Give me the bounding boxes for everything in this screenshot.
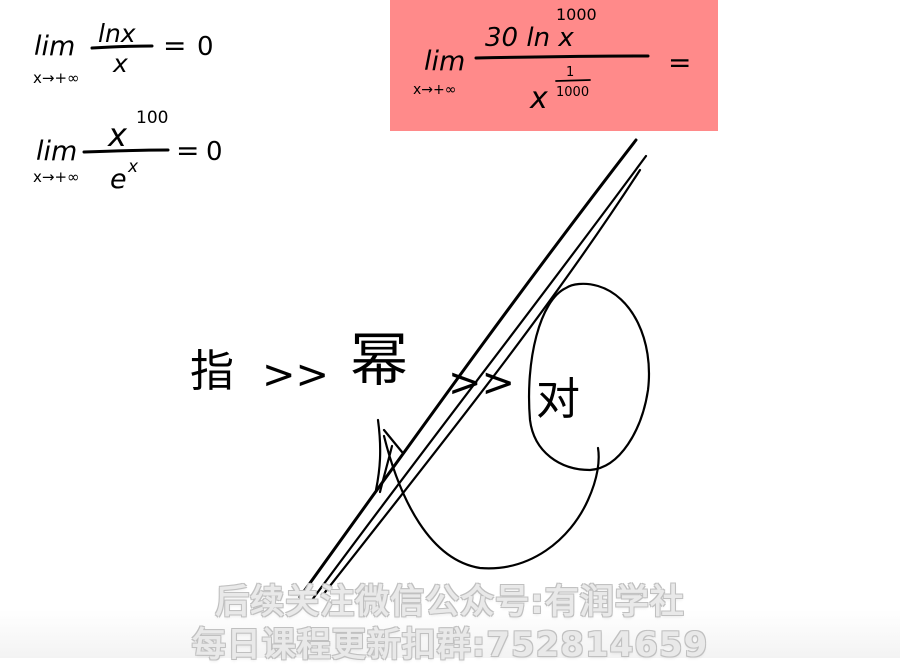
crossing-stroke-1 [298, 138, 638, 599]
formula-1-subscript: x→+∞ [33, 69, 80, 87]
circle-around-right [527, 282, 651, 472]
scribble-stroke [374, 418, 404, 494]
formula-2-equals: = [176, 134, 199, 167]
formula-1-result: 0 [197, 32, 214, 62]
formula-3-exponent-bar [555, 79, 591, 82]
comparison-right: 对 [536, 374, 580, 425]
highlighted-formula-region [390, 0, 718, 131]
formula-2-lim: lim [36, 136, 77, 167]
formula-3-fraction-bar [474, 54, 650, 60]
formula-1-equals: = [163, 29, 186, 62]
loop-curve [382, 434, 600, 570]
subtitle-caption-2: 每日课程更新扣群:752814659 [191, 625, 709, 665]
formula-2-denominator: e [110, 164, 127, 195]
crossing-stroke-3 [320, 168, 642, 598]
crossing-lines [298, 138, 648, 602]
formula-3-subscript: x→+∞ [413, 82, 456, 98]
formula-2-denominator-exponent: x [127, 157, 139, 177]
formula-1-fraction-bar [90, 44, 154, 50]
formula-3-denominator: x [529, 81, 548, 116]
subtitle-caption-1: 后续关注微信公众号:有润学社 [215, 582, 685, 622]
formula-2-numerator: x [107, 116, 128, 154]
formula-2-numerator-exponent: 100 [136, 108, 168, 128]
formula-2: lim x→+∞ x 100 e x = 0 [33, 108, 223, 195]
comparison-left: 指 [190, 346, 234, 397]
comparison-op-2: >> [448, 360, 515, 406]
formula-3-numerator-exponent: 1000 [556, 5, 597, 24]
crossing-stroke-2 [310, 154, 648, 602]
formula-1-denominator: x [112, 49, 128, 78]
bottom-fade [0, 610, 900, 658]
formula-3-numerator: 30 ln x [485, 23, 574, 53]
formula-3: lim x→+∞ 30 ln x 1000 x 1 1000 = [413, 5, 691, 116]
formula-2-subscript: x→+∞ [33, 168, 80, 186]
formula-2-result: 0 [206, 137, 223, 167]
formula-3-denominator-exp-denominator: 1000 [556, 85, 589, 100]
formula-3-lim: lim [424, 46, 465, 77]
comparison-row: 指 >> 幂 >> 对 [190, 326, 580, 425]
formula-3-equals: = [668, 46, 691, 79]
comparison-op-1: >> [262, 352, 329, 398]
formula-1: lim x→+∞ lnx x = 0 [33, 19, 214, 87]
formula-1-lim: lim [34, 31, 75, 62]
formula-3-denominator-exp-numerator: 1 [566, 65, 574, 80]
comparison-middle: 幂 [350, 326, 408, 394]
formula-2-fraction-bar [82, 148, 170, 154]
formula-1-numerator: lnx [98, 19, 136, 48]
